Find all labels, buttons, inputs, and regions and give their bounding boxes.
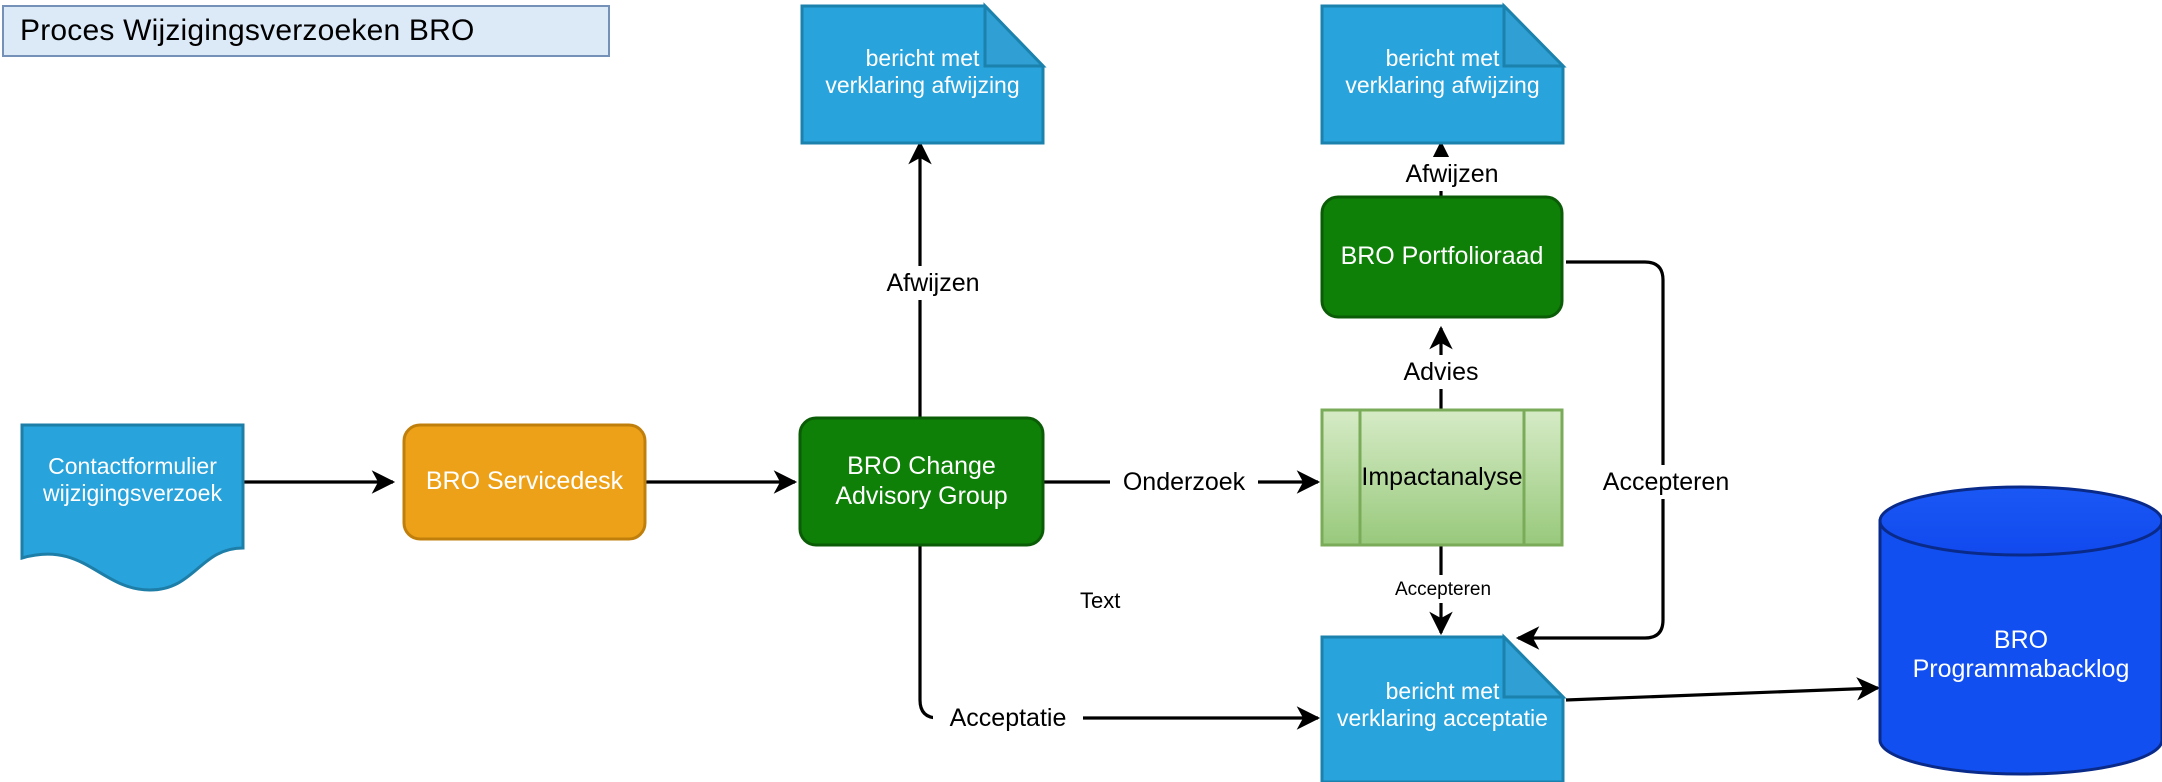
page-title-text: Proces Wijzigingsverzoeken BRO [20, 14, 475, 47]
shape-change-advisory-group[interactable] [798, 416, 1045, 547]
shape-note-afwijzing-right[interactable] [1320, 2, 1567, 145]
shape-note-afwijzing-left[interactable] [800, 2, 1047, 145]
shape-programmabacklog[interactable] [1878, 485, 2162, 776]
shape-note-acceptatie[interactable] [1320, 633, 1567, 782]
edge-cag-to-note-acceptatie [918, 545, 1321, 730]
shape-servicedesk[interactable] [402, 423, 647, 541]
edge-label-afwijzen-right: Afwijzen [1387, 157, 1517, 191]
free-text-annotation: Text [1080, 588, 1121, 613]
page-title: Proces Wijzigingsverzoeken BRO [2, 5, 610, 57]
shape-portfolioraad[interactable] [1320, 195, 1564, 319]
edge-note-acceptatie-to-programmabacklog [1565, 677, 1881, 702]
edge-label-afwijzen-left: Afwijzen [868, 266, 998, 300]
shape-impactanalyse[interactable] [1320, 408, 1564, 547]
edge-label-accepteren-portfolioraad: Accepteren [1586, 465, 1746, 499]
edge-label-onderzoek: Onderzoek [1110, 465, 1258, 499]
edge-portfolioraad-to-note-acceptatie [1515, 260, 1665, 650]
shape-contactformulier[interactable] [20, 423, 245, 592]
edge-label-accepteren-impactanalyse: Accepteren [1379, 575, 1507, 603]
edge-label-advies: Advies [1389, 355, 1493, 389]
edge-label-acceptatie: Acceptatie [933, 701, 1083, 735]
